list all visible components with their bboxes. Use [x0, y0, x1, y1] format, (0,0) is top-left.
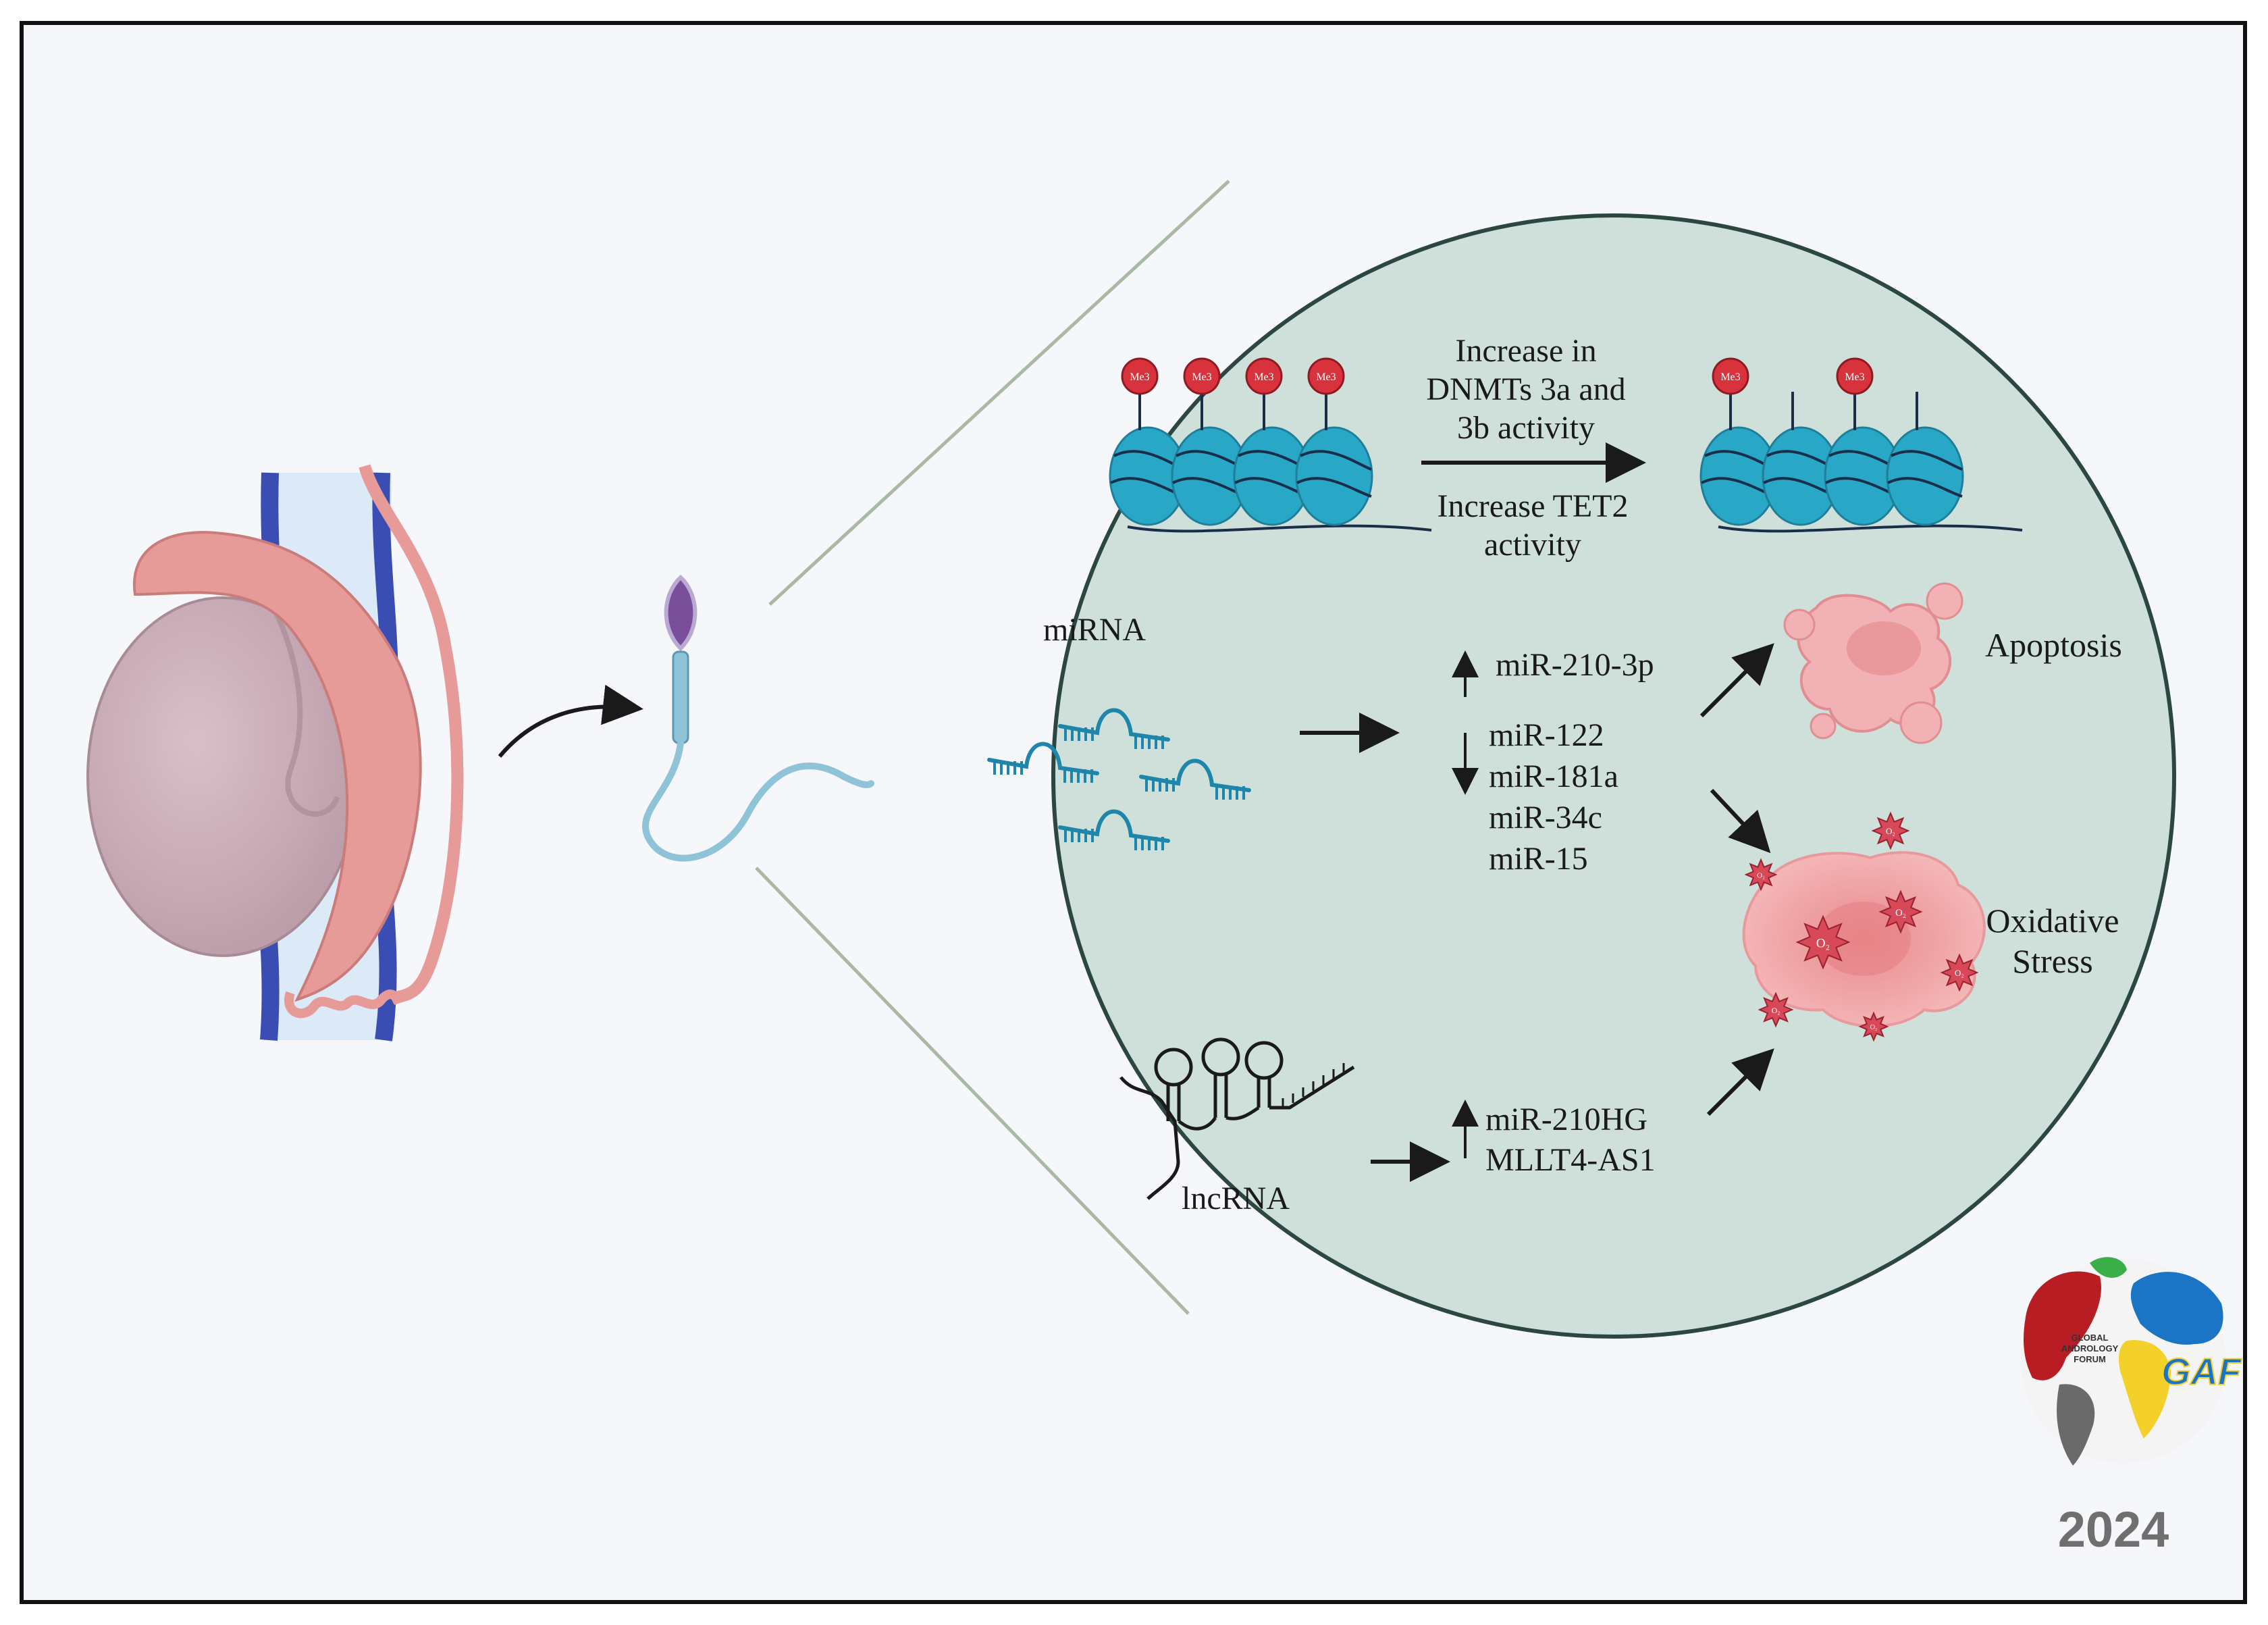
- tet-label-line1: Increase TET2: [1438, 488, 1629, 524]
- ros-label: O₂: [1886, 826, 1895, 836]
- zoom-line-top: [768, 180, 1230, 606]
- dna-wrap: [1887, 477, 1963, 498]
- vas-deferens: [359, 464, 464, 1006]
- dnmt-label-line2: DNMTs 3a and: [1426, 371, 1625, 407]
- ros-particle: [1744, 858, 1778, 892]
- dna-wrap: [1300, 450, 1372, 471]
- to-oxidative-arrow: [1710, 788, 1771, 854]
- mirna-hairpin: [1139, 758, 1251, 792]
- lncrna-hairpin-loop: [1244, 1041, 1284, 1080]
- methyl-mark-label: Me3: [1316, 371, 1336, 383]
- logo-text-line1: GLOBAL: [2072, 1333, 2109, 1343]
- vas-coil: [284, 989, 402, 1018]
- methyl-mark-label: Me3: [1130, 371, 1149, 383]
- zoom-line-bottom: [755, 867, 1190, 1315]
- methyl-mark: [1836, 357, 1874, 395]
- ros-label: O₂: [1772, 1006, 1781, 1015]
- logo-continent-africa: [2119, 1340, 2171, 1439]
- sperm-tail: [641, 740, 874, 862]
- gaf-logo: GLOBAL ANDROLOGY FORUM GAF: [2021, 1257, 2243, 1466]
- apoptotic-nucleus: [1847, 621, 1921, 675]
- apoptotic-body: [1926, 582, 1963, 620]
- ros-particle: [1795, 914, 1851, 970]
- methyl-mark: [1307, 357, 1345, 395]
- ros-particle: [1758, 991, 1794, 1028]
- mirna-hairpin: [1058, 708, 1170, 742]
- methyl-mark-label: Me3: [1254, 371, 1273, 383]
- mirna-title: miRNA: [1043, 612, 1146, 648]
- dna-strand: [1127, 524, 1432, 533]
- methyl-mark-label: Me3: [1192, 371, 1211, 383]
- logo-continent-south-america: [2057, 1384, 2095, 1466]
- logo-text-line2: ANDROLOGY: [2061, 1343, 2119, 1353]
- ros-label: O₂: [1955, 968, 1964, 978]
- lncrna-hairpin-loop: [1201, 1037, 1240, 1077]
- apoptotic-body: [1810, 713, 1837, 740]
- ros-particle: [1858, 1011, 1889, 1042]
- tet-label-line2: activity: [1484, 527, 1581, 563]
- ros-particles: O₂ O₂ O₂ O₂ O₂ O₂ O₂: [1744, 811, 1979, 1042]
- ros-label: O₂: [1870, 1024, 1878, 1031]
- ros-particle: [1871, 811, 1910, 850]
- lncrna-to-oxidative-arrow: [1706, 1048, 1774, 1116]
- lncrna-ticks: [1282, 1063, 1345, 1108]
- methyl-mark: [1245, 357, 1283, 395]
- lncrna-illustration: [1119, 1037, 1355, 1200]
- apoptotic-cell-illustration: [1783, 582, 1963, 744]
- methyl-mark: [1712, 357, 1749, 395]
- mirna-down-item: miR-34c: [1489, 800, 1602, 835]
- mirna-hairpin: [1058, 809, 1170, 843]
- methyl-mark-label: Me3: [1845, 371, 1864, 383]
- mirna-down-item: miR-15: [1489, 841, 1588, 877]
- ros-label: O₂: [1816, 937, 1830, 951]
- ros-particle: [1878, 889, 1923, 934]
- lncrna-up-item: miR-210HG: [1485, 1102, 1647, 1137]
- oxidative-cell-illustration: [1742, 851, 1986, 1028]
- logo-continent-europe-asia: [2130, 1272, 2223, 1345]
- testis-varicocele-illustration: [86, 464, 464, 1041]
- lncrna-stems: [1166, 1065, 1355, 1131]
- testis-inner-contour: [264, 593, 340, 817]
- apoptosis-label: Apoptosis: [1985, 626, 2122, 664]
- apoptotic-body: [1783, 609, 1816, 641]
- ros-label: O₂: [1757, 871, 1765, 879]
- to-apoptosis-arrow: [1699, 643, 1774, 718]
- mirna-hairpin: [987, 742, 1099, 775]
- lncrna-hairpin-loop: [1154, 1048, 1193, 1087]
- nucleosome: [1295, 426, 1373, 526]
- oxidative-label-line2: Stress: [2012, 942, 2092, 980]
- apoptotic-body: [1899, 701, 1943, 744]
- ros-particle: [1940, 953, 1979, 992]
- mirna-down-item: miR-122: [1489, 717, 1604, 753]
- dna-strand: [1718, 524, 2023, 533]
- mirna-illustration: [987, 708, 1251, 850]
- mirna-up-item: miR-210-3p: [1496, 647, 1654, 683]
- sperm-cell-illustration: [641, 574, 874, 862]
- logo-text-line3: FORUM: [2074, 1354, 2106, 1364]
- logo-continent-greenland: [2090, 1257, 2127, 1278]
- logo-abbr: GAF: [2161, 1350, 2242, 1393]
- lncrna-title: lncRNA: [1182, 1181, 1290, 1216]
- ros-label: O₂: [1895, 908, 1906, 919]
- logo-continent-americas: [2024, 1271, 2101, 1381]
- nucleosome: [1886, 426, 1964, 526]
- lncrna-up-item: MLLT4-AS1: [1485, 1142, 1656, 1178]
- methyl-mark: [1121, 357, 1159, 395]
- dnmt-label-line1: Increase in: [1455, 333, 1596, 369]
- mirna-down-item: miR-181a: [1489, 758, 1618, 794]
- methyl-mark: [1183, 357, 1221, 395]
- sperm-midpiece: [672, 650, 689, 744]
- chromatin-right: Me3 Me3: [1699, 357, 2023, 533]
- dnmt-label-line3: 3b activity: [1457, 410, 1595, 446]
- methyl-mark-label: Me3: [1720, 371, 1740, 383]
- testis-to-sperm-arrow: [498, 684, 643, 758]
- epididymis: [132, 531, 422, 1002]
- sperm-head: [664, 574, 697, 652]
- oxidative-label-line1: Oxidative: [1986, 902, 2119, 939]
- dna-wrap: [1296, 477, 1372, 498]
- year-label: 2024: [2058, 1501, 2169, 1557]
- chromatin-left: Me3 Me3 Me3 Me3: [1109, 357, 1432, 533]
- dna-wrap: [1891, 450, 1963, 471]
